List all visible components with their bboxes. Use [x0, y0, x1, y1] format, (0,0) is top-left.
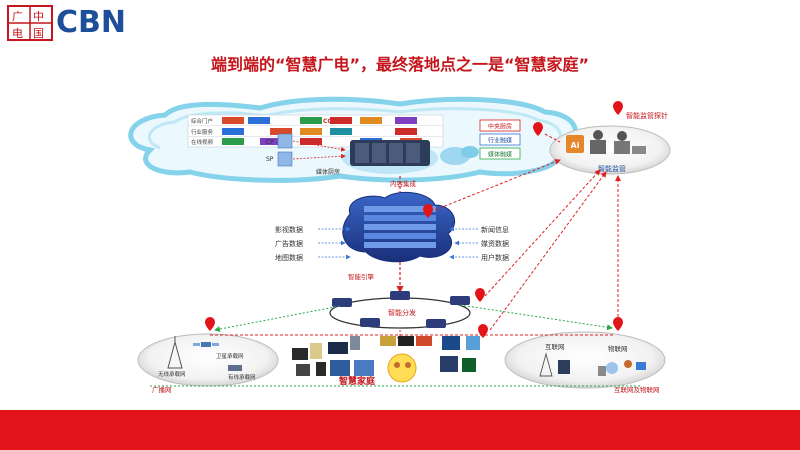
- media-fusion-box: 媒体融媒: [488, 151, 512, 159]
- tablet-2-icon: [354, 360, 374, 376]
- iot-devices-icon: [598, 360, 646, 376]
- cbn-logo: 广 中 电 国: [6, 4, 156, 44]
- broadcast-pin-icon: [205, 317, 215, 331]
- central-kitchen-box: 中央厨房: [488, 123, 512, 131]
- footer-bar: [0, 410, 800, 450]
- content-integration-label: 内容集成: [390, 179, 417, 188]
- portal-row-2: 行业服务: [191, 128, 214, 136]
- laptop-icon: [330, 360, 350, 376]
- smart-broadcast-diagram: 综合门户 行业服务 在线视频 CCTV 中央厨房 行业融媒 媒体融媒 CP SP: [128, 96, 671, 394]
- smart-monitoring: Ai 智能监管: [549, 125, 671, 175]
- video-tile-2-icon: [398, 336, 414, 346]
- engine-left-items: 影视数据 广告数据 地图数据: [275, 225, 351, 262]
- broadcast-label: 广播网: [152, 385, 172, 394]
- phone-icon: [350, 336, 360, 350]
- probe-label: 智能监管探针: [626, 111, 668, 120]
- iot-label: 物联网: [608, 344, 628, 353]
- smart-home-label: 智慧家庭: [339, 375, 376, 387]
- engine-item-user: 用户数据: [481, 253, 509, 262]
- mobile-icon: [316, 362, 326, 376]
- internet-label: 互联网: [545, 342, 565, 351]
- cloud-right-boxes: 中央厨房 行业融媒 媒体融媒: [479, 119, 521, 160]
- eiffel-tower-icon: [539, 352, 553, 377]
- distribution-pin-icon: [475, 288, 485, 302]
- logo-glyph-3: 电: [12, 27, 23, 40]
- satellite-network-label: 卫星承载网: [216, 352, 244, 360]
- logo-glyph-1: 广: [12, 10, 23, 23]
- distribution-label: 智能分发: [388, 308, 416, 317]
- home-pin-icon: [478, 324, 488, 338]
- internet-pin-icon: [613, 317, 623, 331]
- tv-icon: [328, 342, 348, 354]
- wireless-network-label: 无线承载网: [158, 370, 186, 378]
- location-pin-icon: [613, 101, 623, 115]
- cp-sp-servers: CP SP: [266, 133, 293, 167]
- monitoring-probe-pin: 智能监管探针: [613, 101, 668, 120]
- monitoring-label: 智能监管: [598, 164, 626, 173]
- cable-network-label: 有线承载网: [228, 373, 256, 381]
- family-icon: [387, 353, 417, 383]
- server-cluster-icon: [342, 140, 479, 174]
- sp-label: SP: [266, 156, 274, 163]
- engine-item-film: 影视数据: [275, 225, 303, 234]
- tower-icon: [167, 336, 183, 369]
- cctv-logo: CCTV: [323, 118, 341, 125]
- engine-pin-icon: [423, 204, 433, 218]
- logo-glyph-2: 中: [33, 10, 44, 23]
- engine-label: 智能引擎: [348, 272, 375, 281]
- cable-box-icon: [228, 365, 242, 371]
- ai-badge-icon: [566, 135, 584, 153]
- tablet-icon: [466, 336, 480, 350]
- engine-right-items: 新闻信息 媒资数据 用户数据: [449, 225, 509, 262]
- ad-screen-icon: [442, 336, 460, 350]
- engine-item-map: 地图数据: [275, 253, 303, 262]
- satellite-icon: [193, 342, 219, 347]
- portal-row-1: 综合门户: [191, 117, 213, 125]
- video-tile-icon: [380, 336, 396, 346]
- game-console-icon: [440, 356, 458, 372]
- smart-distribution: 智能分发: [329, 291, 471, 329]
- media-kitchen-label: 媒体厨房: [316, 168, 340, 176]
- smart-engine: 智能引擎: [342, 191, 456, 281]
- cp-label: CP: [266, 139, 274, 146]
- monitor-icon: [292, 348, 308, 360]
- portal-row-3: 在线视频: [191, 138, 214, 146]
- slide-title: 端到端的“智慧广电”，最终落地点之一是“智慧家庭”: [210, 55, 590, 74]
- speaker-icon: [310, 343, 322, 359]
- monitoring-people-icon: [590, 130, 646, 154]
- industry-media-box: 行业融媒: [488, 137, 512, 145]
- server-icon: [558, 360, 570, 374]
- cloud-pin-icon: [533, 122, 543, 136]
- engine-server-rack-icon: [364, 206, 436, 248]
- portal-grid: 综合门户 行业服务 在线视频 CCTV: [187, 114, 444, 148]
- engine-item-news: 新闻信息: [481, 225, 509, 234]
- media-cloud: 综合门户 行业服务 在线视频 CCTV 中央厨房 行业融媒 媒体融媒 CP SP: [128, 96, 579, 183]
- ai-badge: Ai: [571, 141, 580, 150]
- internet-iot-network: 互联网 物联网: [504, 331, 666, 389]
- app-tile-icon: [462, 358, 476, 372]
- engine-item-assets: 媒资数据: [481, 239, 509, 248]
- router-icon: [332, 291, 470, 328]
- logo-text: CBN: [56, 5, 126, 40]
- engine-item-ads: 广告数据: [275, 239, 303, 248]
- video-tile-3-icon: [416, 336, 432, 346]
- internet-iot-label: 互联网及物联网: [614, 385, 660, 394]
- camera-icon: [296, 364, 310, 376]
- logo-glyph-4: 国: [33, 27, 44, 40]
- cbn-emblem-icon: 广 中 电 国: [7, 5, 53, 41]
- broadcast-network: 卫星承载网 无线承载网 有线承载网: [137, 333, 279, 387]
- smart-home-devices: [292, 336, 480, 383]
